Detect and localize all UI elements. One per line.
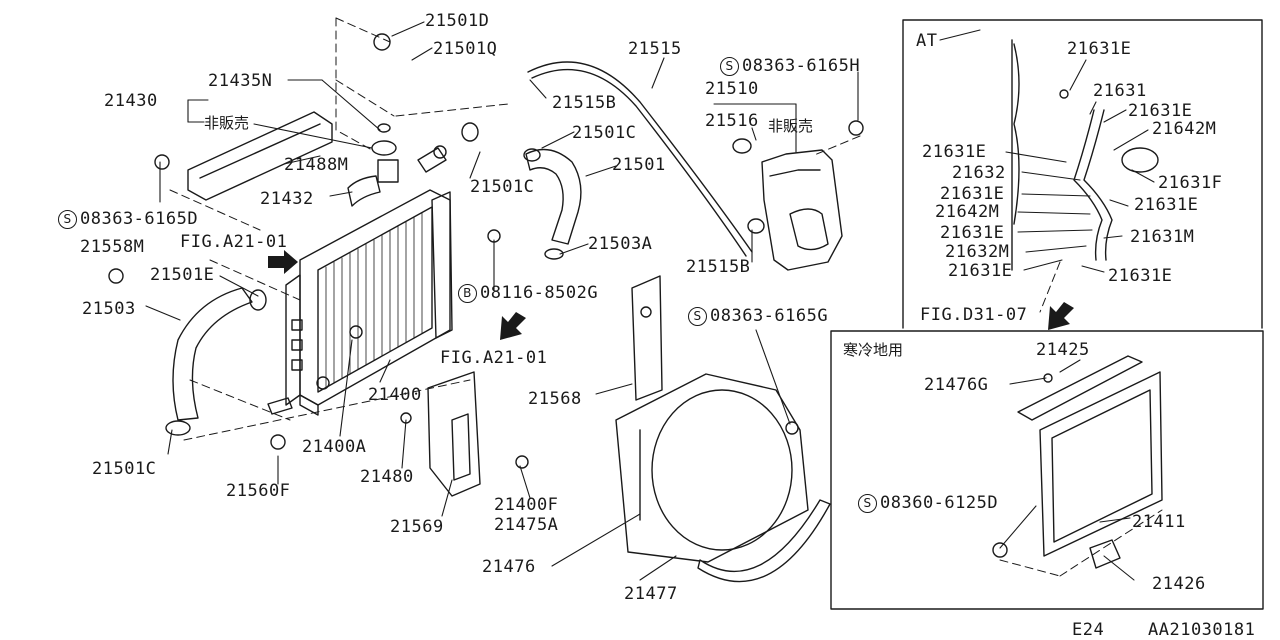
part-label-21501D: 21501D bbox=[425, 11, 490, 31]
part-label-21516: 21516 bbox=[705, 111, 759, 131]
side-bracket-right bbox=[631, 275, 663, 401]
s-mark-icon: S bbox=[720, 57, 739, 76]
guide-lines bbox=[169, 17, 1163, 577]
not-for-sale-label: 非販売 bbox=[204, 114, 250, 132]
part-label-21632: 21632 bbox=[952, 163, 1006, 183]
part-label-21569: 21569 bbox=[390, 517, 444, 537]
s-mark-icon: S bbox=[688, 307, 707, 326]
part-label-21631E-h: 21631E bbox=[1108, 266, 1173, 286]
fan-shroud bbox=[615, 373, 809, 563]
part-label-21411: 21411 bbox=[1132, 512, 1186, 532]
part-label-21631E: 21631E bbox=[1067, 39, 1132, 59]
page-code: E24 bbox=[1072, 620, 1105, 640]
inset-frames bbox=[830, 19, 1264, 610]
s-mark-icon: S bbox=[858, 494, 877, 513]
cold-radiator bbox=[1017, 355, 1163, 569]
b-mark-icon: B bbox=[458, 284, 477, 303]
part-label-21475A: 21475A bbox=[494, 515, 559, 535]
leader-lines bbox=[145, 21, 1155, 581]
part-label-21631E-c: 21631E bbox=[922, 142, 987, 162]
part-label-21558M: 21558M bbox=[80, 237, 145, 257]
part-label-21501: 21501 bbox=[612, 155, 666, 175]
part-label-21400A: 21400A bbox=[302, 437, 367, 457]
part-label-21476: 21476 bbox=[482, 557, 536, 577]
part-label-21430: 21430 bbox=[104, 91, 158, 111]
fig-arrow-radiator bbox=[268, 250, 298, 274]
part-label-21631E-b: 21631E bbox=[1128, 101, 1193, 121]
part-label-21476G: 21476G bbox=[924, 375, 989, 395]
part-label-21480: 21480 bbox=[360, 467, 414, 487]
part-label-21435N: 21435N bbox=[208, 71, 273, 91]
part-label-21501Q: 21501Q bbox=[433, 39, 498, 59]
part-label-21631E-g: 21631E bbox=[948, 261, 1013, 281]
lower-hose bbox=[165, 287, 267, 436]
part-label-21632M: 21632M bbox=[945, 242, 1010, 262]
fig-arrow-hose bbox=[500, 312, 526, 340]
s-mark-icon: S bbox=[58, 210, 77, 229]
part-label-21515B: 21515B bbox=[552, 93, 617, 113]
upper-hose bbox=[461, 122, 582, 260]
fasteners bbox=[108, 33, 1069, 558]
part-label-21501C-c: 21501C bbox=[92, 459, 157, 479]
part-label-21568: 21568 bbox=[528, 389, 582, 409]
part-label-21426: 21426 bbox=[1152, 574, 1206, 594]
part-label-21400: 21400 bbox=[368, 385, 422, 405]
not-for-sale-label-2: 非販売 bbox=[768, 117, 814, 135]
part-label-21477: 21477 bbox=[624, 584, 678, 604]
part-label-21501C: 21501C bbox=[572, 123, 637, 143]
filler-neck bbox=[347, 123, 447, 207]
fan-shroud-lower bbox=[697, 499, 831, 583]
inset-title-cold-region: 寒冷地用 bbox=[843, 341, 904, 359]
part-label-21631M: 21631M bbox=[1130, 227, 1195, 247]
part-label-21400F: 21400F bbox=[494, 495, 559, 515]
inset-title-at: AT bbox=[916, 31, 938, 51]
part-label-21488M: 21488M bbox=[284, 155, 349, 175]
part-label-21631E-f: 21631E bbox=[940, 223, 1005, 243]
at-cooler-lines bbox=[1011, 39, 1159, 271]
fig-ref-a21-01-b[interactable]: FIG.A21-01 bbox=[440, 348, 548, 368]
reservoir-tank bbox=[732, 120, 864, 271]
part-label-21432: 21432 bbox=[260, 189, 314, 209]
part-label-21631E-d: 21631E bbox=[940, 184, 1005, 204]
overflow-hose bbox=[527, 61, 765, 257]
part-label-21515B-b: 21515B bbox=[686, 257, 751, 277]
part-label-21631F: 21631F bbox=[1158, 173, 1223, 193]
part-label-21515: 21515 bbox=[628, 39, 682, 59]
part-label-21631E-e: 21631E bbox=[1134, 195, 1199, 215]
fig-ref-d31-07[interactable]: FIG.D31-07 bbox=[920, 305, 1028, 325]
part-label-21631: 21631 bbox=[1093, 81, 1147, 101]
fig-arrow-at bbox=[1048, 302, 1074, 330]
radiator-core bbox=[267, 189, 453, 416]
part-label-21501E: 21501E bbox=[150, 265, 215, 285]
diagram-code: AA21030181 bbox=[1148, 620, 1256, 640]
side-bracket-left bbox=[427, 371, 481, 497]
fig-ref-a21-01[interactable]: FIG.A21-01 bbox=[180, 232, 288, 252]
part-label-21425: 21425 bbox=[1036, 340, 1090, 360]
part-label-21503: 21503 bbox=[82, 299, 136, 319]
part-label-21642M-b: 21642M bbox=[935, 202, 1000, 222]
part-label-21503A: 21503A bbox=[588, 234, 653, 254]
part-label-21510: 21510 bbox=[705, 79, 759, 99]
part-label-21501C-b: 21501C bbox=[470, 177, 535, 197]
part-label-21560F: 21560F bbox=[226, 481, 291, 501]
part-label-21642M: 21642M bbox=[1152, 119, 1217, 139]
